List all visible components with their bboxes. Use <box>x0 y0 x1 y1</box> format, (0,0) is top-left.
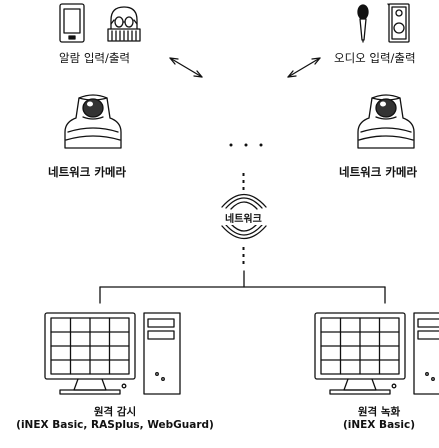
audio-arrow-line <box>287 57 321 78</box>
microphone-icon <box>357 4 369 43</box>
network-uplink-dots <box>242 173 245 190</box>
desktop-pc-icon <box>314 312 439 395</box>
network-downlink-dots <box>242 247 245 264</box>
remote-monitor-software: (iNEX Basic, RASplus, WebGuard) <box>16 419 214 431</box>
speaker-icon <box>387 3 410 43</box>
siren-icon <box>107 6 141 42</box>
alarm-io-label: 알람 입력/출력 <box>59 51 131 65</box>
remote-record-label: 원격 녹화 (iNEX Basic) <box>324 406 434 432</box>
network-label: 네트워크 <box>224 210 263 225</box>
remote-record-title: 원격 녹화 <box>357 406 401 418</box>
audio-io-label: 오디오 입력/출력 <box>334 51 416 65</box>
camera-right-label: 네트워크 카메라 <box>339 165 418 179</box>
remote-monitor-title: 원격 감시 <box>93 406 137 418</box>
remote-monitor-label: 원격 감시 (iNEX Basic, RASplus, WebGuard) <box>0 406 230 432</box>
dome-camera-icon <box>357 94 415 149</box>
remote-record-software: (iNEX Basic) <box>342 419 416 431</box>
network-icon <box>221 193 267 240</box>
ellipsis-dots <box>229 143 263 147</box>
alarm-arrow-line <box>169 57 203 78</box>
dome-camera-icon <box>64 94 122 149</box>
network-distribution-lines <box>99 270 386 304</box>
desktop-pc-icon <box>44 312 181 395</box>
camera-left-label: 네트워크 카메라 <box>48 165 127 179</box>
tablet-icon <box>59 3 85 43</box>
